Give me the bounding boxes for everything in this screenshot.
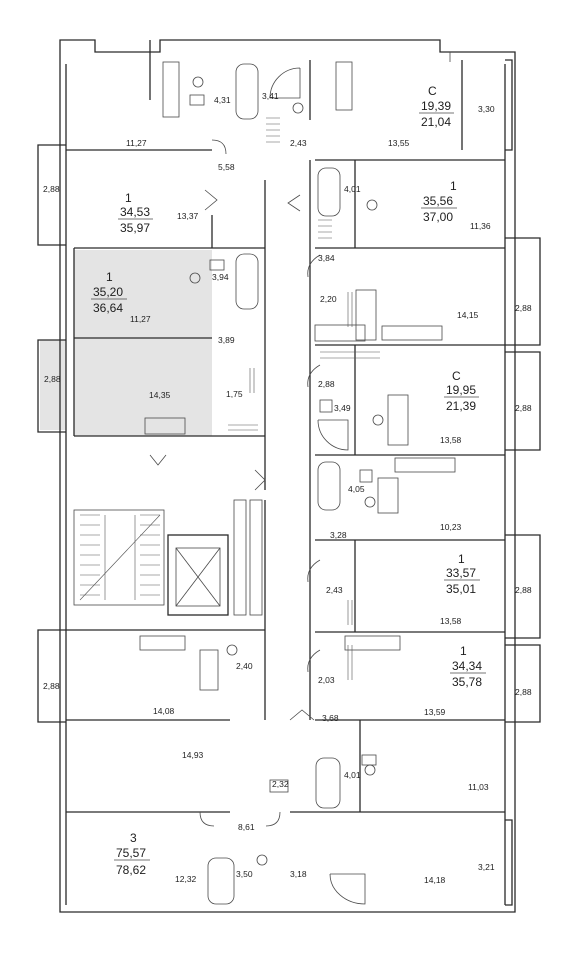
area-label: 3,41 [262, 91, 279, 101]
area-label: 14,35 [149, 390, 171, 400]
area-label: 12,32 [175, 874, 197, 884]
area-label: 11,36 [470, 221, 491, 231]
balconies [37, 59, 541, 906]
stair-icon [73, 509, 165, 606]
interior-walls [66, 40, 505, 813]
area-label: 5,58 [218, 162, 235, 172]
area-label: 2,20 [320, 294, 337, 304]
area-label: 2,88 [43, 681, 60, 691]
apartment-area-total: 35,20 [93, 285, 123, 299]
area-label: 3,49 [334, 403, 351, 413]
apartment-type: 1 [460, 644, 467, 658]
area-label: 14,08 [153, 706, 175, 716]
area-label: 3,84 [318, 253, 335, 263]
area-label: 10,23 [440, 522, 462, 532]
apartment-area-gross: 37,00 [423, 210, 453, 224]
area-label: 8,61 [238, 822, 255, 832]
apartment-type: 1 [450, 179, 457, 193]
area-label: 4,01 [344, 770, 361, 780]
apartment-area-gross: 35,78 [452, 675, 482, 689]
apartment-area-gross: 78,62 [116, 863, 146, 877]
area-label: 4,05 [348, 484, 365, 494]
area-label: 11,27 [130, 314, 151, 324]
area-label: 2,43 [326, 585, 343, 595]
apartment-area-gross: 21,04 [421, 115, 451, 129]
area-label: 1,75 [226, 389, 243, 399]
apartment-area-total: 35,56 [423, 194, 453, 208]
sink-icon [189, 94, 377, 793]
apartment-highlight-fill [74, 250, 212, 436]
outer-walls [59, 39, 516, 913]
apartment-area-gross: 36,64 [93, 301, 123, 315]
apartment-area-total: 19,39 [421, 99, 451, 113]
apartment-labels: 11,27 4,31 5,58 3,41 2,43 С 19,39 21,04 … [43, 84, 532, 885]
area-label: 13,59 [424, 707, 446, 717]
area-label: 14,15 [457, 310, 479, 320]
area-label: 2,88 [318, 379, 335, 389]
apartment-area-total: 34,53 [120, 205, 150, 219]
shower-icon [228, 117, 380, 680]
elevator-icon [167, 499, 263, 616]
area-label: 4,01 [344, 184, 361, 194]
area-label: 2,88 [515, 687, 532, 697]
area-label: 3,50 [236, 869, 253, 879]
apartment-area-total: 19,95 [446, 383, 476, 397]
apartment-area-gross: 35,01 [446, 582, 476, 596]
apartment-area-total: 33,57 [446, 566, 476, 580]
apartment-type: 1 [458, 552, 465, 566]
apartment-type: 1 [125, 191, 132, 205]
door-swings [149, 139, 321, 827]
toilet-icon [189, 76, 384, 866]
area-label: 2,03 [318, 675, 335, 685]
area-label: 2,43 [290, 138, 307, 148]
area-label: 3,18 [290, 869, 307, 879]
area-label: 2,88 [44, 374, 61, 384]
stove-icon [139, 61, 456, 691]
area-label: 13,37 [177, 211, 199, 221]
area-label: 3,28 [330, 530, 347, 540]
area-label: 14,93 [182, 750, 204, 760]
apartment-area-total: 75,57 [116, 846, 146, 860]
area-label: 3,30 [478, 104, 495, 114]
area-label: 13,55 [388, 138, 410, 148]
area-label: 2,88 [515, 303, 532, 313]
area-label: 2,88 [515, 403, 532, 413]
apartment-type: 3 [130, 831, 137, 845]
area-label: 3,21 [478, 862, 495, 872]
area-label: 2,88 [515, 585, 532, 595]
area-label: 13,58 [440, 616, 462, 626]
area-label: 2,32 [272, 779, 289, 789]
area-label: 3,68 [322, 713, 339, 723]
area-label: 2,40 [236, 661, 253, 671]
area-label: 11,27 [126, 138, 147, 148]
apartment-area-gross: 35,97 [120, 221, 150, 235]
apartment-area-gross: 21,39 [446, 399, 476, 413]
area-label: 14,18 [424, 875, 446, 885]
area-label: 3,89 [218, 335, 235, 345]
bathtub-icon [207, 63, 366, 905]
area-label: 2,88 [43, 184, 60, 194]
area-label: 13,58 [440, 435, 462, 445]
apartment-type: 1 [106, 270, 113, 284]
balcony-highlight-fill [40, 340, 66, 430]
area-label: 11,03 [468, 782, 489, 792]
apartment-type: С [452, 369, 461, 383]
apartment-type: С [428, 84, 437, 98]
apartment-area-total: 34,34 [452, 659, 482, 673]
area-label: 4,31 [214, 95, 231, 105]
area-label: 3,94 [212, 272, 229, 282]
